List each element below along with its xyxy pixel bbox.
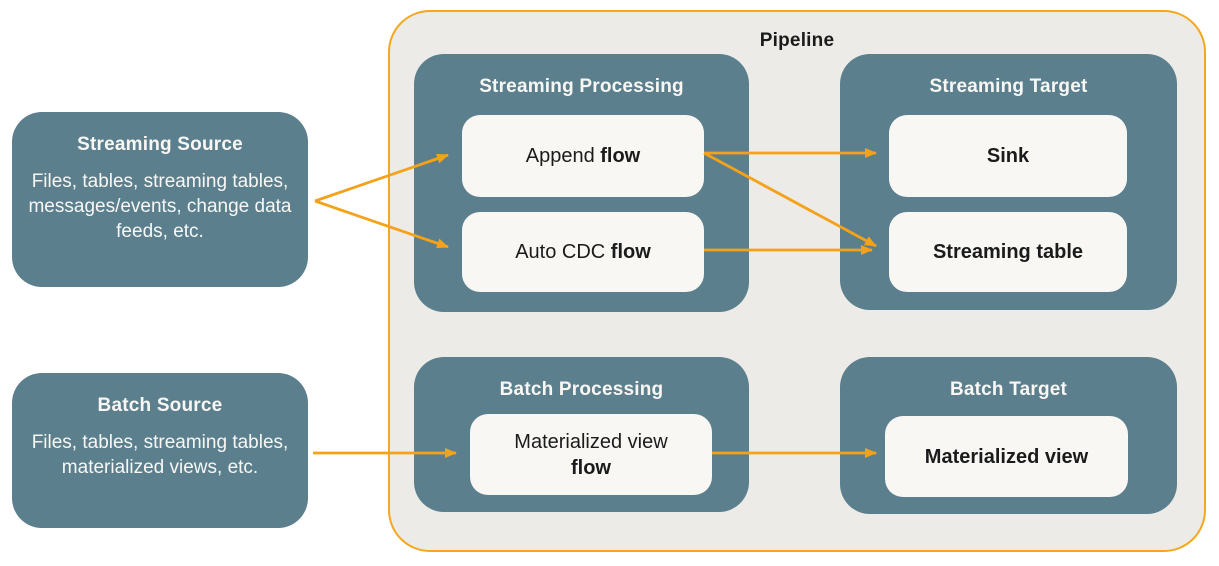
append-flow-label-bold: flow bbox=[600, 145, 641, 167]
pipeline-title: Pipeline bbox=[759, 30, 835, 51]
materialized-view-node: Materialized view bbox=[885, 416, 1128, 497]
materialized-view-flow-label: Materialized view bbox=[514, 430, 668, 453]
append-flow-node: Append flow bbox=[462, 115, 704, 197]
auto-cdc-flow-node: Auto CDC flow bbox=[462, 212, 704, 292]
batch-processing-group: Batch Processing Materialized view flow bbox=[414, 357, 749, 512]
batch-processing-title: Batch Processing bbox=[499, 379, 664, 400]
streaming-source-title: Streaming Source bbox=[77, 134, 243, 155]
auto-cdc-flow-label-bold: flow bbox=[610, 241, 651, 263]
batch-target-group: Batch Target Materialized view bbox=[840, 357, 1177, 514]
batch-source-description: Files, tables, streaming tables, materia… bbox=[31, 432, 289, 479]
streaming-source-description: Files, tables, streaming tables, message… bbox=[28, 171, 292, 243]
pipeline-container: Pipeline Streaming Processing Append flo… bbox=[388, 10, 1206, 552]
sink-node: Sink bbox=[889, 115, 1127, 197]
append-flow-label: Append bbox=[525, 145, 601, 167]
streaming-table-label: Streaming table bbox=[932, 241, 1084, 263]
streaming-source-box: Streaming Source Files, tables, streamin… bbox=[12, 112, 308, 287]
streaming-processing-group: Streaming Processing Append flow Auto CD… bbox=[414, 54, 749, 312]
materialized-view-flow-label-bold: flow bbox=[570, 456, 611, 479]
materialized-view-flow-node: Materialized view flow bbox=[470, 414, 712, 495]
streaming-table-node: Streaming table bbox=[889, 212, 1127, 292]
streaming-processing-title: Streaming Processing bbox=[479, 76, 684, 97]
sink-label: Sink bbox=[986, 145, 1030, 167]
batch-target-title: Batch Target bbox=[949, 379, 1068, 400]
streaming-target-group: Streaming Target Sink Streaming table bbox=[840, 54, 1177, 310]
materialized-view-label: Materialized view bbox=[924, 445, 1089, 468]
auto-cdc-flow-label: Auto CDC bbox=[515, 241, 611, 263]
streaming-target-title: Streaming Target bbox=[929, 76, 1088, 97]
batch-source-title: Batch Source bbox=[97, 395, 223, 416]
batch-source-box: Batch Source Files, tables, streaming ta… bbox=[12, 373, 308, 528]
